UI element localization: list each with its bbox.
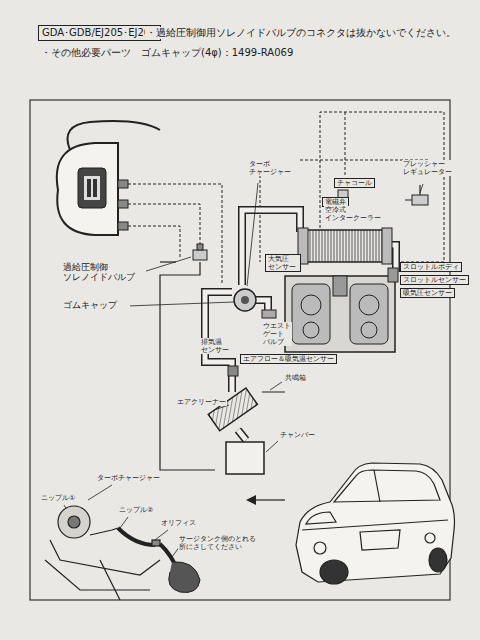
part-label: ターボ チャージャー bbox=[248, 160, 294, 176]
solenoid-valve bbox=[193, 244, 207, 260]
note-text: ・その他必要パーツ ゴムキャップ(4φ)：1499-RA069 bbox=[40, 47, 294, 59]
intercooler bbox=[298, 228, 392, 264]
hose-inset bbox=[45, 506, 200, 600]
direction-arrow bbox=[246, 495, 285, 505]
part-label: ウエスト ゲート バルブ bbox=[262, 322, 292, 346]
part-label: オリフィス bbox=[160, 519, 197, 527]
part-label: 過給圧制御 ソレノイドバルブ bbox=[62, 262, 146, 283]
resonator bbox=[262, 392, 285, 393]
car bbox=[296, 463, 455, 584]
boost-gauge bbox=[57, 121, 160, 235]
part-label: 大気圧 センサー bbox=[265, 254, 301, 272]
engine bbox=[285, 276, 395, 352]
part-label: ニップル① bbox=[40, 494, 76, 502]
part-label: エアクリーナー bbox=[176, 398, 227, 406]
turbocharger bbox=[234, 289, 256, 311]
throttle-body bbox=[388, 268, 398, 282]
note-text: ・過給圧制御用ソレノイドバルブのコネクタは抜かないでください。 bbox=[145, 27, 457, 39]
model-box: GDA･GDB/EJ205･EJ207 bbox=[38, 25, 161, 41]
part-label: エアフロー＆吸気温センサー bbox=[240, 354, 337, 364]
air-cleaner bbox=[208, 388, 257, 431]
part-label: ゴムキャップ bbox=[62, 300, 130, 310]
part-label: 吸気圧センサー bbox=[400, 288, 455, 298]
chamber bbox=[226, 442, 264, 474]
part-label: 共鳴箱 bbox=[284, 374, 307, 382]
part-label: 排気温 センサー bbox=[200, 338, 236, 354]
part-label: チャンバー bbox=[279, 431, 316, 439]
airflow-sensor bbox=[228, 366, 238, 376]
part-label: サージタンク側のとれる 所にさしてください bbox=[178, 535, 280, 551]
model-code: GDA･GDB/EJ205･EJ207 bbox=[42, 27, 157, 39]
wastegate-valve bbox=[262, 310, 276, 318]
pressure-regulator bbox=[405, 195, 428, 205]
part-label: スロットルセンサー bbox=[400, 275, 469, 285]
part-label: ターボチャージャー bbox=[96, 474, 161, 482]
part-label: ニップル② bbox=[118, 506, 154, 514]
hose bbox=[160, 185, 420, 470]
part-label: チャコール bbox=[334, 178, 375, 188]
part-label: スロットルボディ bbox=[400, 262, 462, 272]
part-label: 空冷式 インタークーラー bbox=[324, 206, 376, 222]
part-label: プレッシャー レギュレーター bbox=[402, 160, 460, 176]
